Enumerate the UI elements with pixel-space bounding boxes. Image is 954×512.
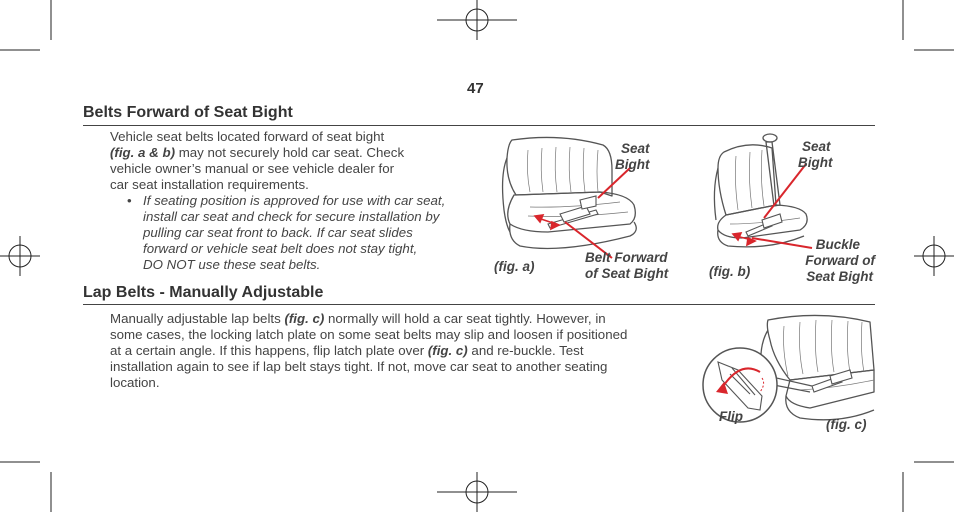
fig-b-seat-bight-label: Seat Bight — [798, 139, 833, 170]
fig-reference: (fig. c) — [284, 311, 325, 326]
bullet-text: If seating position is approved for use … — [143, 193, 445, 273]
section1-paragraph: Vehicle seat belts located forward of se… — [110, 129, 404, 193]
paragraph-line: location. — [110, 375, 160, 390]
bullet-line: If seating position is approved for use … — [143, 193, 446, 208]
paragraph-line: installation again to see if lap belt st… — [110, 359, 608, 374]
section-heading-lap-belts: Lap Belts - Manually Adjustable — [83, 284, 324, 301]
page-number: 47 — [467, 80, 484, 97]
section-rule — [83, 304, 875, 305]
fig-b-caption: (fig. b) — [709, 264, 751, 279]
fig-reference: (fig. a & b) — [110, 145, 175, 160]
bullet-line: install car seat and check for secure in… — [143, 209, 440, 224]
paragraph-line: car seat installation requirements. — [110, 177, 309, 192]
fig-c-flip-label: Flip — [719, 409, 743, 424]
section-heading-belts-forward: Belts Forward of Seat Bight — [83, 104, 293, 121]
paragraph-line: (fig. a & b) may not securely hold car s… — [110, 145, 405, 160]
bullet-line: pulling car seat front to back. If car s… — [143, 225, 413, 240]
paragraph-line: Vehicle seat belts located forward of se… — [110, 129, 385, 144]
fig-reference: (fig. c) — [427, 343, 468, 358]
fig-a-belt-forward-label: Belt Forward of Seat Bight — [585, 250, 669, 281]
fig-a-seat-bight-label: Seat Bight — [615, 141, 650, 172]
section-rule — [83, 125, 875, 126]
fig-c-caption: (fig. c) — [826, 417, 867, 432]
paragraph-line: at a certain angle. If this happens, fli… — [110, 343, 584, 358]
bullet-item: • — [127, 193, 132, 209]
bullet-symbol: • — [127, 193, 132, 208]
fig-a-caption: (fig. a) — [494, 259, 535, 274]
bullet-line: forward or vehicle seat belt does not st… — [143, 241, 418, 256]
paragraph-line: Manually adjustable lap belts (fig. c) n… — [110, 311, 606, 326]
paragraph-line: some cases, the locking latch plate on s… — [110, 327, 628, 342]
section2-paragraph: Manually adjustable lap belts (fig. c) n… — [110, 311, 627, 391]
paragraph-line: vehicle owner’s manual or see vehicle de… — [110, 161, 395, 176]
fig-b-buckle-forward-label: Buckle Forward of Seat Bight — [805, 237, 875, 284]
bullet-line: DO NOT use these seat belts. — [143, 257, 321, 272]
